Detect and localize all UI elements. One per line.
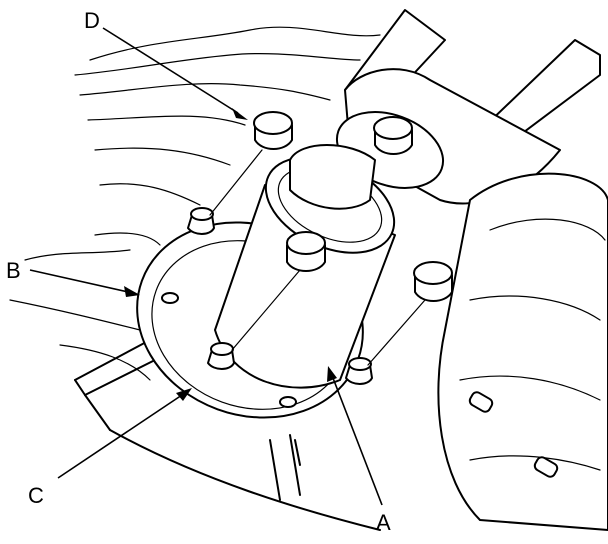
- underbody-contours: [9, 26, 381, 381]
- bolt-right: [413, 261, 453, 302]
- callout-label-b: B: [6, 258, 21, 283]
- callout-label-d: D: [84, 8, 100, 33]
- stud-lower-left-c: [207, 342, 235, 370]
- leader-a: [332, 377, 383, 506]
- callout-leaders: [29, 27, 383, 506]
- arrowhead-b: [124, 286, 140, 297]
- callout-label-a: A: [376, 510, 391, 535]
- callout-label-c: C: [28, 483, 44, 508]
- alignment-guides: [209, 149, 426, 366]
- stud-lower-right: [345, 357, 373, 385]
- bolt-middle: [286, 231, 326, 272]
- arrowhead-c: [176, 388, 192, 401]
- flange-bolts: [187, 111, 453, 385]
- stud-upper-left: [187, 207, 215, 235]
- arrowhead-d: [232, 108, 248, 120]
- bolt-top-right: [373, 116, 413, 155]
- leader-c: [57, 394, 183, 479]
- lower-bracket: [74, 339, 381, 531]
- differential-housing: [437, 172, 608, 531]
- leader-b: [29, 269, 129, 293]
- leader-d: [102, 27, 239, 114]
- bolt-top-left-d: [253, 111, 293, 150]
- arrowhead-a: [327, 366, 337, 382]
